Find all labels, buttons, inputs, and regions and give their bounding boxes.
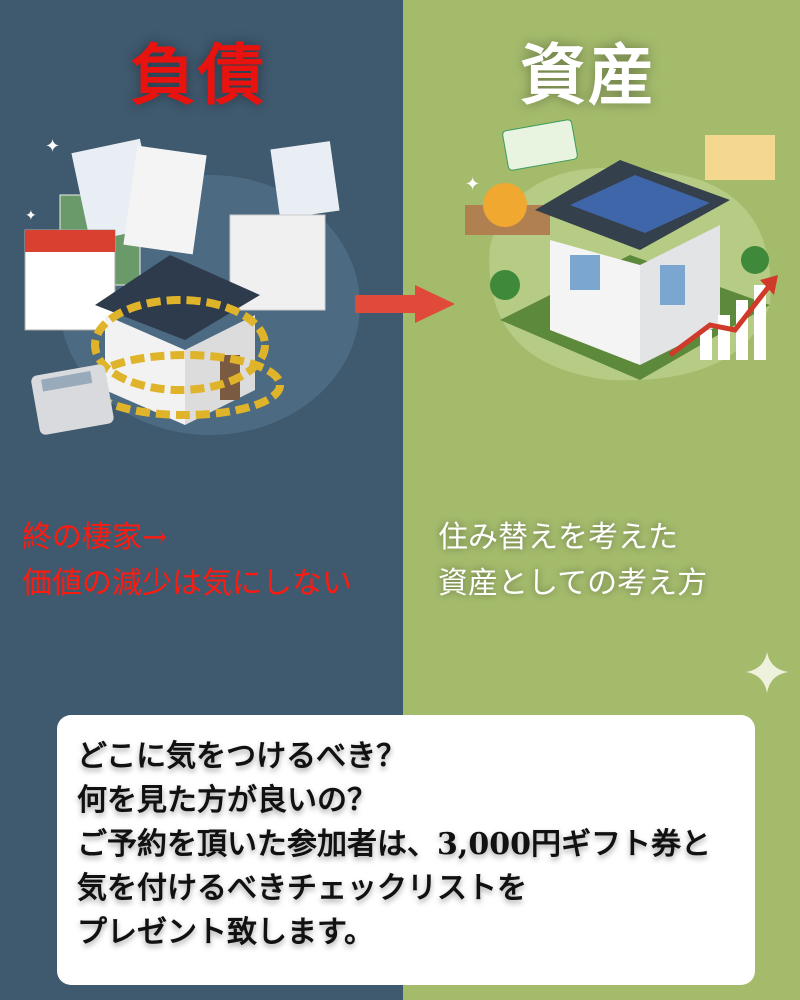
offer-line: 何を見た方が良いの？: [77, 783, 377, 818]
offer-line: ご予約を頂いた参加者は、3,000円ギフト券と: [77, 827, 711, 862]
liability-caption-line: 終の棲家→: [22, 520, 168, 555]
offer-line: プレゼント致します。: [77, 915, 374, 950]
arrow-right-icon: [355, 285, 455, 323]
sparkle-icon: [746, 652, 788, 693]
asset-title: 資産: [520, 36, 656, 114]
asset-caption: 住み替えを考えた 資産としての考え方: [438, 515, 707, 607]
liability-caption-line: 価値の減少は気にしない: [22, 566, 352, 601]
offer-card: どこに気をつけるべき？ 何を見た方が良いの？ ご予約を頂いた参加者は、3,000…: [57, 715, 755, 985]
chained-house-illustration: ✦ ✦: [24, 136, 360, 435]
svg-text:✦: ✦: [25, 208, 37, 224]
liability-title: 負債: [130, 36, 266, 114]
asset-caption-line: 資産としての考え方: [438, 566, 708, 601]
solar-house-illustration: ✦: [465, 119, 778, 381]
offer-line: 気を付けるべきチェックリストを: [77, 871, 527, 906]
liability-caption: 終の棲家→ 価値の減少は気にしない: [22, 515, 352, 607]
svg-text:✦: ✦: [465, 174, 480, 195]
svg-text:✦: ✦: [45, 136, 60, 157]
offer-line: どこに気をつけるべき？: [77, 739, 407, 774]
asset-caption-line: 住み替えを考えた: [438, 520, 678, 555]
